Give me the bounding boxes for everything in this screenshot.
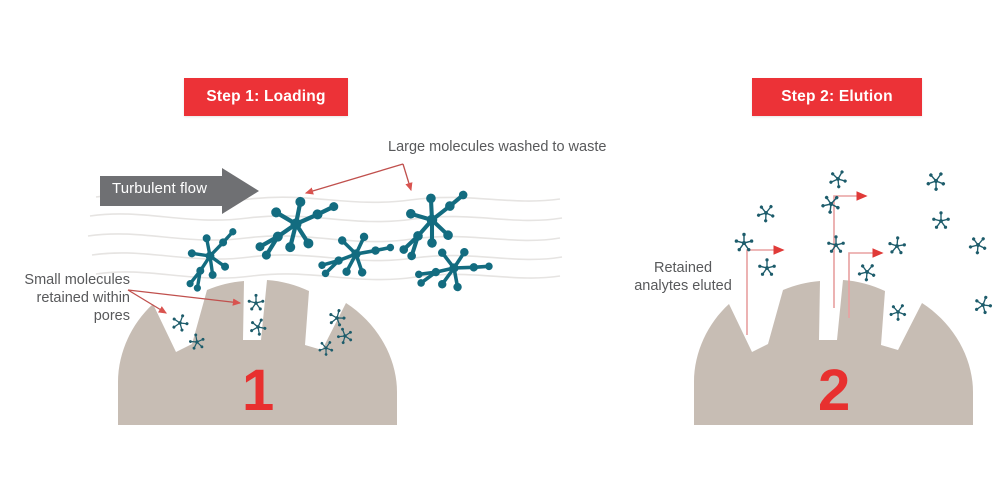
step-2-badge[interactable]: Step 2: Elution — [752, 78, 922, 116]
annotation-small-molecules: Small molecules retained within pores — [24, 272, 130, 324]
bead-number-1: 1 — [242, 358, 275, 423]
pore-annotation-arrows — [127, 289, 242, 314]
waste-annotation-arrows — [304, 163, 413, 195]
elution-arrows — [746, 191, 884, 335]
flow-streamlines — [87, 194, 563, 281]
step-1-badge-label: Step 1: Loading — [206, 88, 326, 105]
turbulent-flow-arrow — [100, 168, 259, 214]
bead-number-2: 2 — [818, 358, 851, 423]
annotation-large-molecules: Large molecules washed to waste — [388, 139, 607, 155]
turbulent-flow-label: Turbulent flow — [112, 180, 208, 197]
step-1-badge[interactable]: Step 1: Loading — [184, 78, 348, 116]
annotation-retained-analytes: Retained analytes eluted — [634, 260, 732, 294]
step-2-badge-label: Step 2: Elution — [781, 88, 893, 105]
bead-left — [118, 280, 397, 425]
bead-right — [694, 280, 973, 425]
